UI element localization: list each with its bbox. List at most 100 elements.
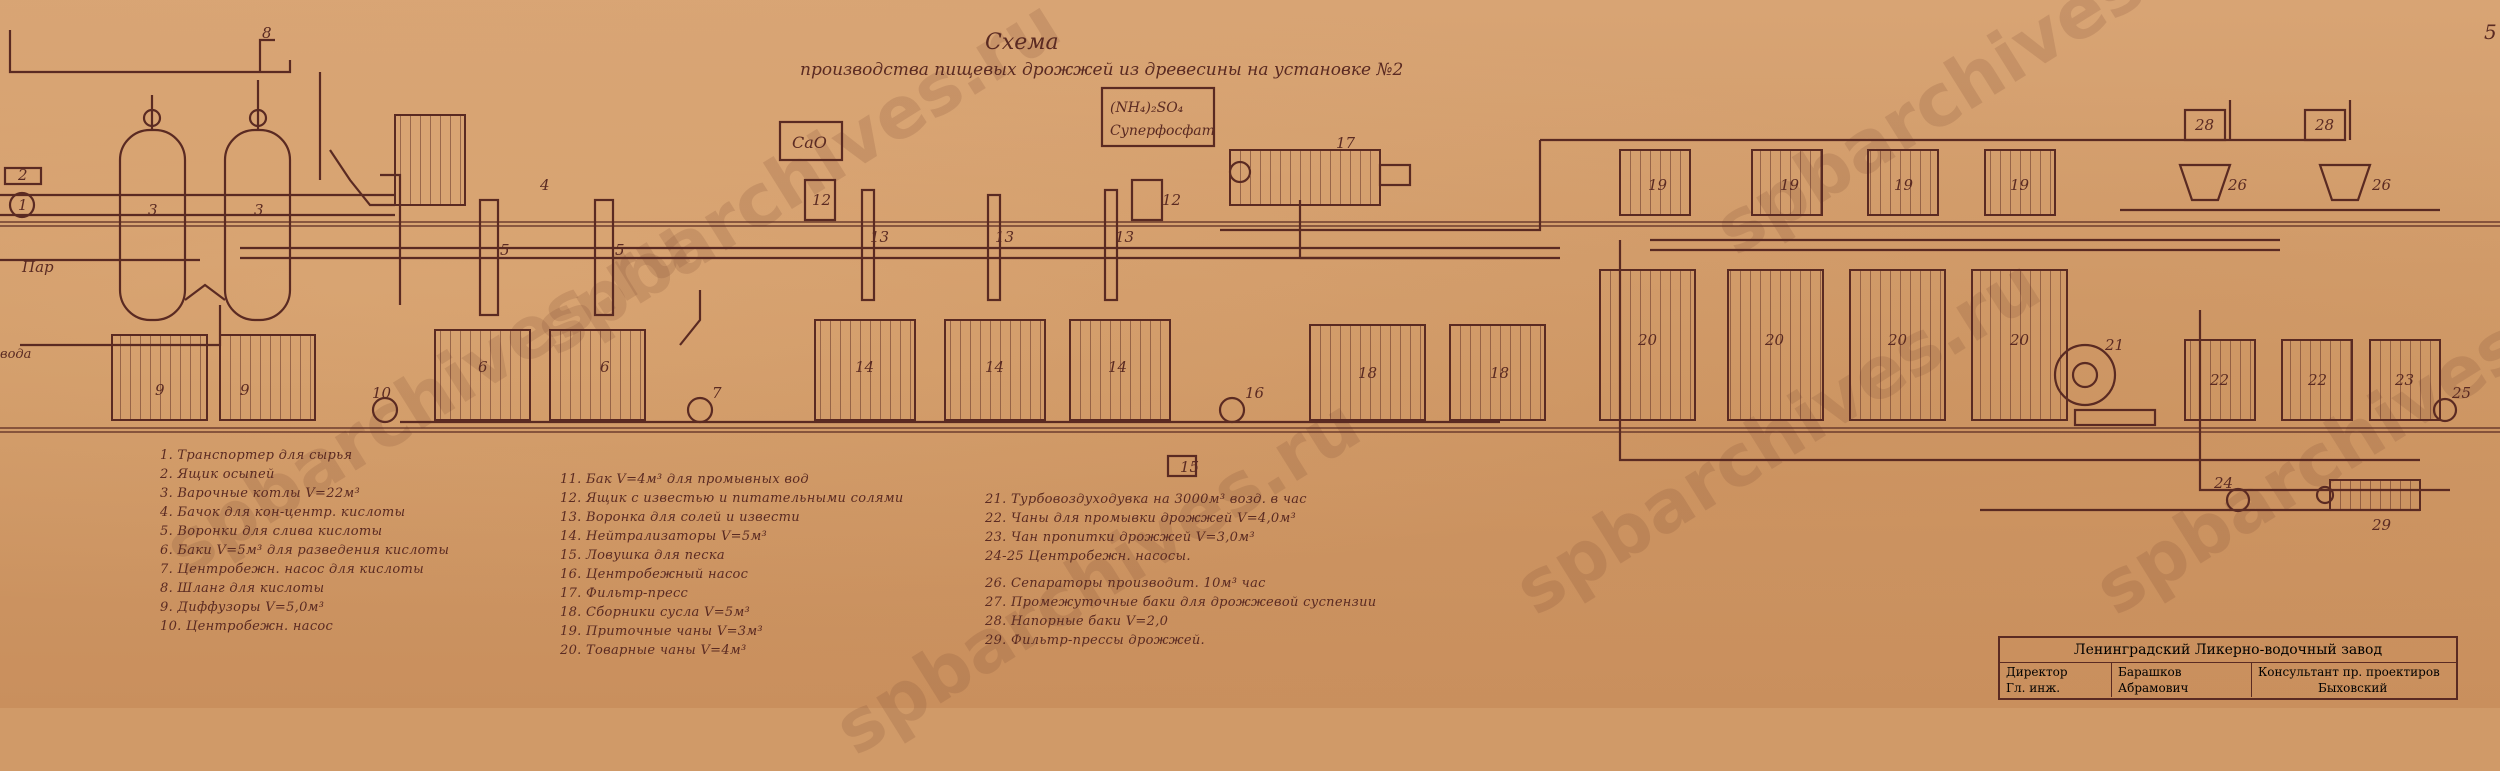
equipment-number: 3	[254, 201, 264, 219]
director-name: Барашков	[2118, 665, 2182, 679]
equipment-number: 20	[1887, 331, 1908, 349]
legend-item: 3. Варочные котлы V=22м³	[160, 486, 360, 501]
equipment-number: 18	[1490, 364, 1509, 382]
diagram-subtitle: производства пищевых дрожжей из древесин…	[800, 60, 1404, 80]
legend-item: 1. Транспортер для сырья	[160, 448, 353, 463]
diagram-title: Схема	[985, 30, 1059, 55]
legend-item: 5. Воронки для слива кислоты	[160, 524, 383, 539]
legend-item: 22. Чаны для промывки дрожжей V=4,0м³	[985, 511, 1297, 526]
separators	[2120, 108, 2440, 212]
feed-vats	[1619, 149, 2056, 216]
legend-item: 8. Шланг для кислоты	[160, 581, 325, 596]
equipment-number: 22	[2209, 371, 2229, 389]
legend-item: 21. Турбовоздуходувка на 3000м³ возд. в …	[985, 492, 1307, 507]
wort-collectors	[1309, 324, 1546, 421]
legend-item: 17. Фильтр-пресс	[560, 586, 689, 601]
equipment-number: 19	[1894, 176, 1914, 194]
names-cell: Барашков Абрамович	[2112, 663, 2252, 697]
equipment-number: 20	[1764, 331, 1785, 349]
equipment-number: 6	[478, 358, 488, 376]
filter-press	[1228, 149, 1412, 206]
steam-label: Пар	[21, 258, 54, 276]
legend-item: 28. Напорные баки V=2,0	[985, 614, 1169, 629]
equipment-number: 14	[1108, 358, 1127, 376]
legend-item: 11. Бак V=4м³ для промывных вод	[560, 472, 809, 487]
transporter	[0, 149, 395, 219]
equipment-number: 19	[1648, 176, 1668, 194]
yeast-filter-press	[2315, 479, 2421, 511]
water-label: вода	[0, 347, 31, 362]
equipment-number: 19	[1780, 176, 1800, 194]
equipment-number: 26	[2371, 176, 2392, 194]
equipment-number: 4	[539, 176, 550, 194]
equipment-number: 13	[1115, 228, 1134, 246]
turbo-blower	[2053, 343, 2157, 427]
diffuser-vats	[111, 334, 316, 421]
reagent-boxes	[778, 86, 1216, 162]
equipment-number: 28	[2314, 116, 2334, 134]
title-block: Ленинградский Ликерно-водочный завод Дир…	[1998, 636, 2458, 700]
process-flow-diagram: CaO (NH₄)₂SO₄ Суперфосфат Пар вода 1 2 3…	[0, 24, 2500, 534]
equipment-number: 15	[1180, 458, 1199, 476]
plant-name: Ленинградский Ликерно-водочный завод	[2000, 638, 2456, 663]
equipment-number: 16	[1245, 384, 1265, 402]
equipment-number: 5	[615, 241, 625, 259]
legend-item: 27. Промежуточные баки для дрожжевой сус…	[985, 595, 1377, 610]
consultant-cell: Консультант пр. проектиров Быховский	[2252, 663, 2454, 697]
equipment-number: 10	[372, 384, 392, 402]
equipment-number: 9	[240, 381, 250, 399]
legend-item: 6. Баки V=5м³ для разведения кислоты	[160, 543, 450, 558]
equipment-number: 28	[2194, 116, 2214, 134]
equipment-number: 6	[600, 358, 610, 376]
equipment-number: 2	[17, 166, 28, 184]
equipment-number: 25	[2451, 384, 2471, 402]
yeast-wash-vats	[2184, 339, 2441, 421]
neutralizers	[803, 178, 1198, 478]
equipment-number: 20	[2009, 331, 2030, 349]
equipment-number: 29	[2371, 516, 2392, 534]
equipment-number: 5	[500, 241, 510, 259]
consultant-label: Консультант пр. проектиров	[2258, 665, 2440, 679]
legend-item: 9. Диффузоры V=5,0м³	[160, 600, 325, 615]
legend-item: 4. Бачок для кон-центр. кислоты	[160, 505, 406, 520]
legend-item: 14. Нейтрализаторы V=5м³	[560, 529, 768, 544]
acid-tanks	[394, 114, 646, 421]
legend-item: 2. Ящик осыпей	[160, 467, 275, 482]
equipment-number: 24	[2213, 474, 2233, 492]
sheet-number: 5	[2484, 20, 2497, 44]
equipment-number: 8	[262, 24, 272, 42]
equipment-number: 22	[2307, 371, 2327, 389]
equipment-number: 12	[812, 191, 831, 209]
equipment-number: 9	[155, 381, 165, 399]
engineer-label: Гл. инж.	[2006, 681, 2061, 695]
legend-item: 29. Фильтр-прессы дрожжей.	[985, 633, 1205, 648]
equipment-number: 14	[855, 358, 874, 376]
superphosphate-label: Суперфосфат	[1110, 123, 1215, 139]
legend-item: 15. Ловушка для песка	[560, 548, 725, 563]
equipment-number: 23	[2394, 371, 2414, 389]
equipment-number: 3	[148, 201, 158, 219]
legend-item: 24-25 Центробежн. насосы.	[985, 549, 1191, 564]
equipment-number: 26	[2227, 176, 2248, 194]
legend-item: 13. Воронка для солей и извести	[560, 510, 800, 525]
equipment-number-labels: 1 2 3 3 8 4 5 5 6 6 7 9 9 10 12 12 13 13…	[17, 24, 2471, 534]
engineer-name: Абрамович	[2118, 681, 2189, 695]
equipment-number: 14	[985, 358, 1004, 376]
equipment-number: 20	[1637, 331, 1658, 349]
equipment-number: 13	[870, 228, 889, 246]
legend-item: 19. Приточные чаны V=3м³	[560, 624, 763, 639]
legend-item: 10. Центробежн. насос	[160, 619, 334, 634]
director-cell: Директор Гл. инж.	[2000, 663, 2112, 697]
equipment-number: 7	[712, 384, 722, 402]
commercial-vats	[1599, 269, 2068, 421]
legend-item: 12. Ящик с известью и питательными солям…	[560, 491, 904, 506]
pipelines	[0, 30, 2450, 512]
director-label: Директор	[2006, 665, 2068, 679]
legend-item: 23. Чан пропитки дрожжей V=3,0м³	[985, 530, 1255, 545]
equipment-number: 13	[995, 228, 1014, 246]
equipment-number: 12	[1162, 191, 1181, 209]
equipment-number: 17	[1336, 134, 1356, 152]
legend-item: 7. Центробежн. насос для кислоты	[160, 562, 424, 577]
legend-item: 26. Сепараторы производит. 10м³ час	[985, 576, 1266, 591]
